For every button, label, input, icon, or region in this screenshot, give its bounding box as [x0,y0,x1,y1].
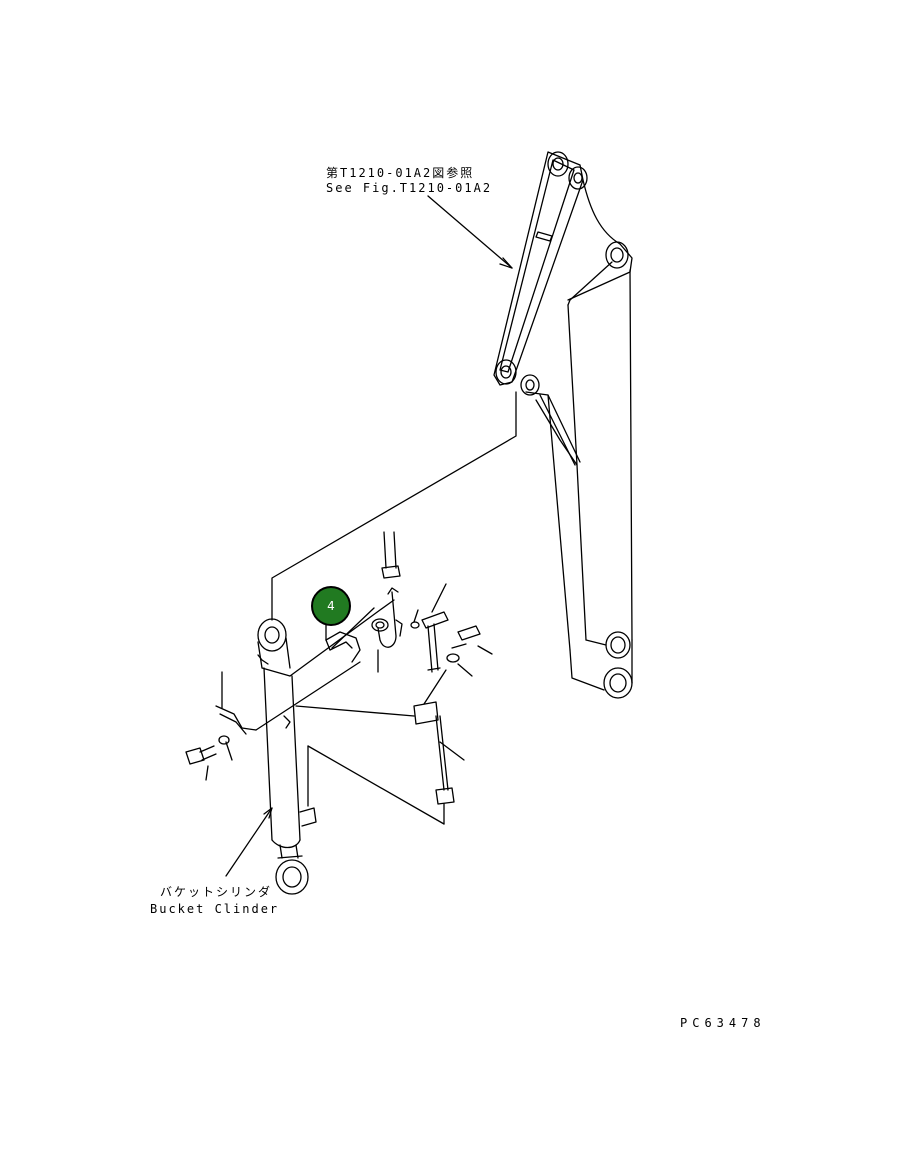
part-callout-number: 4 [327,599,335,613]
hose-assembly [185,531,481,805]
bucket-cylinder [257,618,317,895]
assembly-connection-line [271,391,517,621]
part-leaders [205,583,493,825]
cylinder-label-en: Bucket Clinder [150,902,280,916]
reference-label-ja: 第T1210-01A2図参照 [326,166,475,180]
drawing-number: PC63478 [680,1016,766,1030]
reference-leader [427,195,513,269]
arm-assembly [493,151,633,699]
cylinder-label-ja: バケットシリンダ [160,885,273,899]
part-callout-4[interactable]: 4 [311,586,351,626]
reference-label-en: See Fig.T1210-01A2 [326,181,493,195]
cylinder-leader [225,807,273,877]
